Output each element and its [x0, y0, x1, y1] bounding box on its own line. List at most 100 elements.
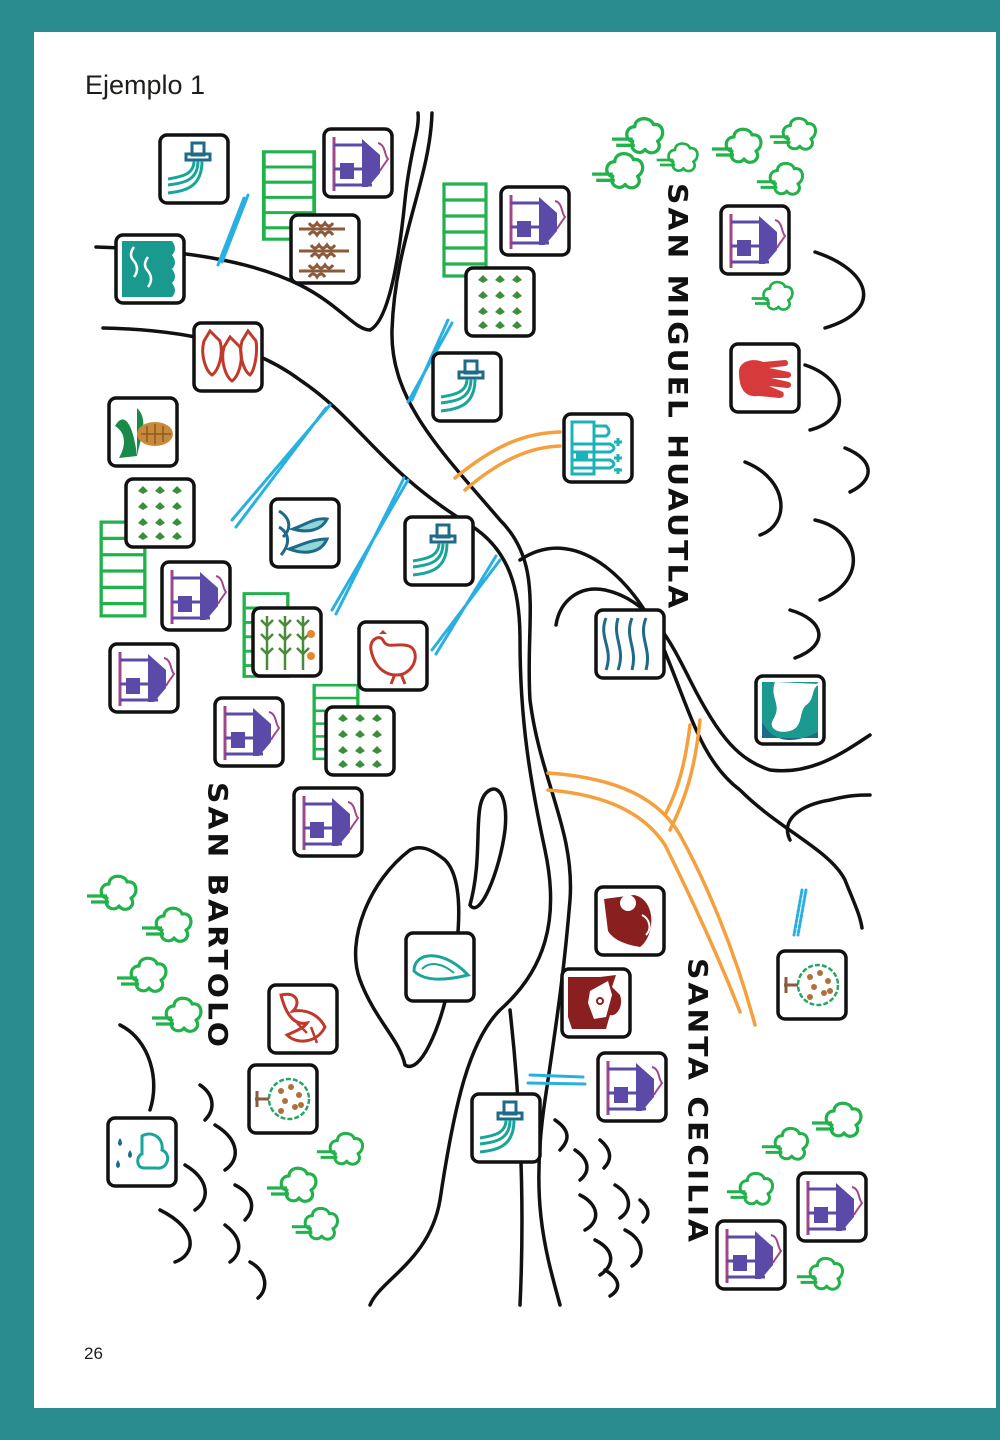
bush-icon [810, 1101, 863, 1138]
road [546, 771, 757, 1027]
road [453, 430, 562, 480]
stream [406, 318, 454, 404]
page-number: 26 [84, 1344, 103, 1363]
stream [216, 193, 250, 267]
place-label-san-miguel-huautla: SAN MIGUEL HUAUTLA [661, 183, 694, 612]
bush-icon [115, 956, 168, 993]
mountain [158, 1208, 192, 1264]
water-icon [116, 235, 184, 303]
mountain [223, 1223, 241, 1264]
house-icon [294, 788, 362, 856]
mountain [553, 1118, 569, 1152]
house-icon [798, 1173, 866, 1241]
tree-icon [249, 1065, 317, 1133]
house-icon [501, 187, 569, 255]
faucet-icon [472, 1094, 540, 1162]
mountain [743, 460, 783, 537]
tree-icon [778, 951, 846, 1019]
fish-icon [194, 323, 262, 391]
rain-icon [108, 1118, 176, 1186]
faucet-icon [160, 135, 228, 203]
bush-icon [710, 127, 763, 164]
river-bank [518, 546, 864, 930]
river-bank [390, 111, 573, 1307]
house-icon [324, 129, 392, 197]
faucet-icon [433, 353, 501, 421]
island [468, 787, 508, 910]
faucet-icon [405, 517, 473, 585]
roads [453, 430, 757, 1027]
road [463, 444, 562, 492]
place-label-santa-cecilia: SANTA CECILIA [681, 958, 714, 1246]
bush-icon [755, 161, 805, 196]
bush-icon [590, 152, 645, 190]
bush-icon [760, 1126, 810, 1161]
house-icon [598, 1053, 666, 1121]
bush-icon [150, 996, 203, 1033]
river-bank [554, 587, 872, 773]
bush-icon [315, 1131, 365, 1166]
map-icons [108, 129, 866, 1289]
bush-icon [750, 280, 794, 311]
mountain [803, 363, 842, 432]
stream [792, 888, 808, 937]
mountain [198, 1083, 214, 1122]
mountain [578, 1193, 598, 1232]
crops-icon [326, 707, 394, 775]
bush-icon [725, 1171, 775, 1206]
streams [216, 193, 808, 1086]
bush-icon [795, 1256, 845, 1291]
house-icon [162, 562, 230, 630]
mountain [593, 1238, 613, 1277]
house-icon [717, 1221, 785, 1289]
shell-icon [406, 933, 474, 1001]
bush-icon [140, 906, 193, 943]
mountain [813, 518, 856, 602]
aquatic-plants-icon [271, 499, 339, 567]
mountain [573, 1148, 589, 1182]
mountain [638, 1198, 650, 1224]
mountain [598, 1138, 612, 1170]
church-icon [564, 414, 632, 482]
bull-icon [562, 969, 630, 1037]
bush-icon [655, 142, 699, 173]
bush-icon [290, 1206, 340, 1241]
mountain [118, 1023, 156, 1112]
chicken-icon [359, 622, 427, 690]
bush-icon [265, 1166, 318, 1203]
mountain [843, 446, 870, 494]
mountain [213, 1123, 237, 1172]
corn-icon [109, 398, 177, 466]
mountain [603, 1268, 620, 1298]
mountain [623, 1228, 643, 1268]
crops-icon [466, 268, 534, 336]
place-label-san-bartolo: SAN BARTOLO [201, 782, 234, 1050]
tall-plants-icon [253, 608, 321, 676]
road [546, 788, 742, 1014]
road [668, 718, 702, 832]
crops-icon [126, 479, 194, 547]
house-icon [721, 206, 789, 274]
stream [230, 403, 332, 529]
mountain [233, 1183, 254, 1222]
cow-icon [596, 887, 664, 955]
river-bank [101, 326, 553, 1307]
crop-field [442, 182, 488, 278]
road [663, 723, 692, 817]
house-icon [110, 644, 178, 712]
hand-icon [731, 344, 799, 412]
mountain [788, 608, 821, 660]
river-icon [756, 676, 824, 744]
bush-icon [768, 116, 818, 151]
stream [330, 476, 410, 616]
mountain [248, 1260, 267, 1300]
bush-icon [85, 874, 138, 911]
page-title: Ejemplo 1 [85, 70, 206, 100]
island [353, 846, 461, 1069]
stream [526, 1073, 587, 1086]
mountain [613, 1183, 631, 1220]
mountain [183, 1163, 207, 1212]
house-icon [215, 698, 283, 766]
stream [430, 554, 502, 656]
